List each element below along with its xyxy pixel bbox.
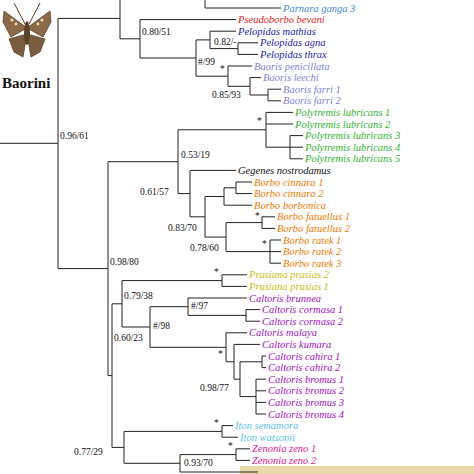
taxon-name: Caltoris brunnea	[249, 292, 321, 305]
taxon-name: Iton watsonii	[240, 431, 295, 444]
support-value: *	[214, 418, 219, 429]
support-value: 0.77/29	[74, 447, 103, 458]
taxon-name: Borbo borbonica	[254, 199, 326, 212]
taxon-name: Caltoris cormasa 1	[262, 303, 343, 316]
support-value: 0.83/70	[168, 223, 197, 234]
taxon-name: Caltoris cormasa 2	[262, 315, 343, 328]
taxon-name: Caltoris bromus 1	[268, 373, 344, 386]
taxon-name: Caltoris malaya	[249, 326, 317, 339]
support-value: 0.93/70	[184, 458, 213, 469]
taxon-name: Pelopidas agna	[260, 36, 326, 49]
taxon-name: Polytremis lubricans 5	[305, 152, 400, 165]
support-value: *	[262, 239, 267, 250]
taxon-name: Pelopidas thrax	[260, 48, 327, 61]
taxon-name: Borbo ratek 1	[283, 234, 341, 247]
taxon-name: Polytremis lubricans 1	[295, 106, 390, 119]
support-value: 0.79/38	[124, 291, 153, 302]
taxon-name: Polytremis lubricans 2	[295, 118, 390, 131]
taxon-name: Borbo fatuellus 1	[277, 210, 350, 223]
tribe-label: Baorini	[2, 74, 50, 92]
taxon-name: Baoris farri 1	[283, 83, 341, 96]
support-value: #/99	[198, 57, 215, 68]
taxon-name: Prusiana prusias 2	[249, 268, 329, 281]
taxon-name: Prusiana prusias 1	[249, 280, 329, 293]
support-value: 0.98/80	[110, 257, 139, 268]
taxon-name: Caltoris bromus 4	[268, 408, 344, 421]
support-value: *	[218, 349, 223, 360]
support-value: 0.82/-	[214, 37, 236, 48]
support-value: *	[220, 64, 225, 75]
taxon-name: Parnara ganga 3	[283, 2, 355, 15]
support-value: *	[257, 116, 262, 127]
taxon-name: Zenonia zeno 1	[252, 442, 316, 455]
taxon-name: Caltoris kumara	[262, 338, 331, 351]
taxon-name: Baoris leechi	[263, 71, 319, 84]
taxon-name: Borbo fatuellus 2	[277, 222, 350, 235]
butterfly-illustration	[3, 3, 51, 57]
taxon-name: Borbo cinnara 1	[254, 176, 323, 189]
taxon-name: Borbo ratek 3	[283, 257, 341, 270]
support-value: *	[255, 211, 260, 222]
taxon-name: Pelopidas mathias	[238, 25, 316, 38]
taxon-name: Polytremis lubricans 4	[305, 141, 400, 154]
support-value: 0.85/93	[212, 90, 241, 101]
support-value: 0.80/51	[142, 27, 171, 38]
support-value: *	[214, 267, 219, 278]
taxon-name: Caltoris bromus 3	[268, 396, 344, 409]
taxon-name: Iton semamora	[235, 419, 298, 432]
taxon-name: Pseudoborbo bevani	[238, 13, 325, 26]
taxon-name: Baoris penicillata	[254, 60, 330, 73]
support-value: 0.60/23	[114, 333, 143, 344]
support-value: 0.98/77	[200, 383, 229, 394]
taxon-name: Gegenes nostrodamus	[238, 164, 331, 177]
taxon-name: Caltoris bromus 2	[268, 384, 344, 397]
taxon-name: Polytremis lubricans 3	[305, 129, 400, 142]
support-value: *	[228, 441, 233, 452]
support-value: 0.61/57	[140, 187, 169, 198]
highlight-band	[240, 466, 474, 474]
taxon-name: Caltoris cahira 2	[268, 361, 340, 374]
taxon-name: Borbo ratek 2	[283, 245, 341, 258]
support-value: 0.96/61	[60, 131, 89, 142]
support-value: 0.53/19	[181, 150, 210, 161]
taxon-name: Baoris farri 2	[283, 94, 341, 107]
support-value: #/98	[153, 321, 170, 332]
taxon-name: Zenonia zeno 2	[252, 454, 316, 467]
taxon-name: Borbo cinnara 2	[254, 187, 323, 200]
support-value: 0.78/60	[190, 243, 219, 254]
taxon-name: Caltoris cahira 1	[268, 350, 340, 363]
support-value: #/97	[191, 301, 208, 312]
